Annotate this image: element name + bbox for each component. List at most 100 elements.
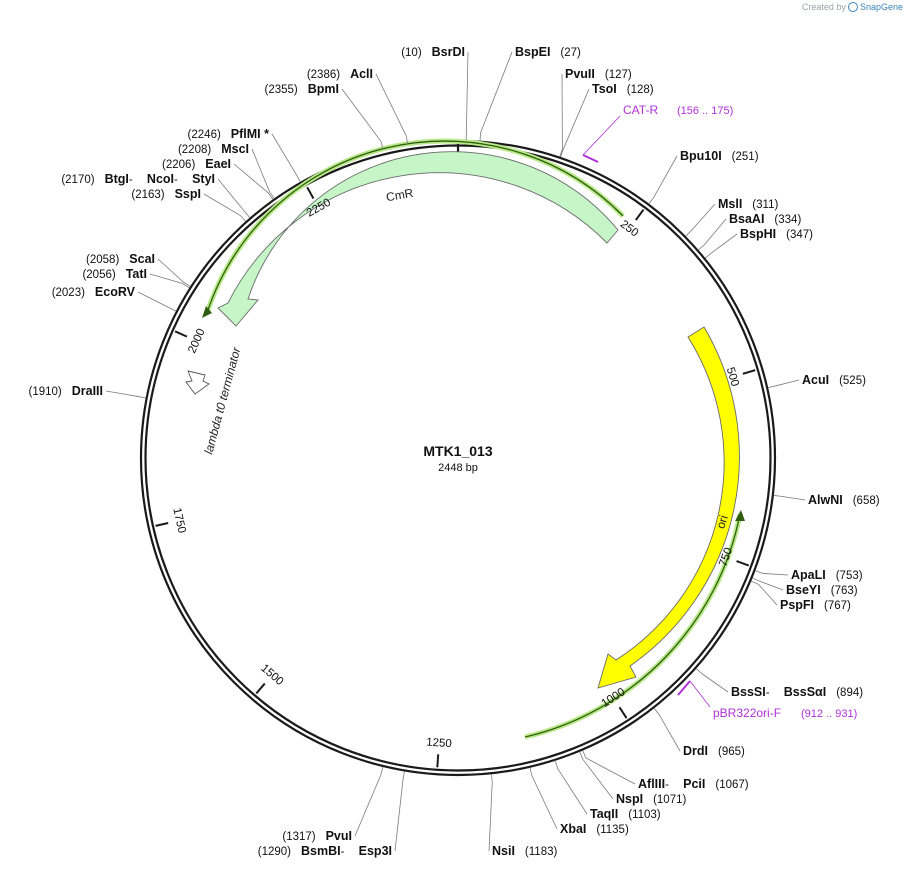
site-position: (311) <box>752 199 778 211</box>
site-enzyme-name: MscI <box>221 142 249 156</box>
site-leader <box>354 766 384 837</box>
site-enzyme-name: PvuII <box>565 67 595 81</box>
site-name-separator: - <box>174 174 178 186</box>
site-acui: AcuI(525) <box>768 373 866 388</box>
site-leader <box>751 580 778 606</box>
site-tsoi: TsoI(128) <box>560 82 654 158</box>
site-position: (251) <box>732 151 759 163</box>
site-leader <box>685 203 716 237</box>
tick-label: 1000 <box>600 686 628 710</box>
plasmid-size: 2448 bp <box>438 462 478 474</box>
site-pvuii: PvuII (127) <box>559 67 632 157</box>
site-pflmi: PflMI *(2246) <box>188 127 301 182</box>
site-position: (525) <box>839 375 866 387</box>
site-position: (127) <box>605 69 632 81</box>
site-leader <box>704 233 738 259</box>
tick-mark <box>255 682 266 695</box>
tick-mark <box>436 754 440 768</box>
site-enzyme-name: BspEI <box>515 45 550 59</box>
site-enzyme-name: PciI <box>683 777 705 791</box>
site-apali: ApaLI(753) <box>755 568 863 582</box>
site-bsrdi: BsrDI (10) <box>401 45 469 141</box>
site-position: (753) <box>836 570 863 582</box>
site-leader <box>137 291 177 312</box>
site-sspi: SspI (2163) <box>131 187 246 222</box>
site-enzyme-name: EcoRV <box>95 285 136 299</box>
site-leader <box>251 148 275 199</box>
tick-mark <box>618 706 628 719</box>
ori-strand-arc-core <box>524 513 741 738</box>
site-nsii: NsiI(1183) <box>488 774 558 858</box>
site-bpmi: BpmI(2355) <box>265 82 384 150</box>
ori-feature-label: ori <box>713 513 730 530</box>
site-btgi: BtgI - NcoI - StyI(2170) <box>61 172 251 218</box>
site-enzyme-name: BpmI <box>308 82 339 96</box>
site-pvui: PvuI (1317) <box>282 766 384 843</box>
site-leader <box>233 163 274 200</box>
tick-mark <box>742 369 756 375</box>
site-bsssi: BssSI - BssSαI(894) <box>696 668 863 699</box>
cmr-strand-arc-core <box>206 140 624 314</box>
site-position: (2246) <box>188 129 221 141</box>
site-leader <box>479 51 513 141</box>
site-leader <box>653 708 681 752</box>
pbr322ori-f-primer-range: (912 .. 931) <box>801 708 857 720</box>
site-leader <box>768 379 800 388</box>
site-enzyme-name: AclI <box>350 67 373 81</box>
site-name-separator: - <box>766 687 770 699</box>
site-leader <box>529 767 558 830</box>
plasmid-name: MTK1_013 <box>423 443 492 459</box>
lambda-t0-terminator-arrow <box>185 370 210 395</box>
site-enzyme-name: TaqII <box>590 807 618 821</box>
site-acli: AclI (2386) <box>307 67 409 145</box>
snapgene-credit: Created by SnapGene <box>802 2 903 12</box>
site-leader <box>696 668 729 693</box>
site-enzyme-name: BssSαI <box>784 685 826 699</box>
site-position: (1183) <box>525 846 558 858</box>
site-enzyme-name: BsrDI <box>432 45 465 59</box>
site-position: (2386) <box>307 69 340 81</box>
site-xbai: XbaI(1135) <box>529 767 629 836</box>
cmr-strand-arrowhead <box>202 306 212 318</box>
site-position: (767) <box>824 600 851 612</box>
tick-mark <box>155 522 169 527</box>
site-enzyme-name: PvuI <box>326 829 352 843</box>
site-leader <box>203 193 246 222</box>
site-leader <box>559 73 563 157</box>
site-enzyme-name: BtgI <box>105 172 129 186</box>
credit-brand: SnapGene <box>859 2 903 12</box>
site-leader <box>755 570 789 576</box>
sites-layer: BsrDI(10)BspEI(27)PvuII(127)TsoI(128)Bpu… <box>28 45 879 858</box>
site-enzyme-name: NspI <box>616 792 643 806</box>
site-position: (10) <box>401 47 422 59</box>
site-enzyme-name: XbaI <box>560 822 586 836</box>
site-msli: MslI(311) <box>685 197 778 237</box>
site-position: (1067) <box>715 779 748 791</box>
site-drdi: DrdI(965) <box>653 708 745 758</box>
site-draiii: DraIII(1910) <box>28 384 146 399</box>
site-enzyme-name: BsaAI <box>729 212 764 226</box>
site-scai: ScaI(2058) <box>86 252 191 287</box>
site-leader <box>341 88 384 150</box>
site-nspi: NspI (1071) <box>579 751 687 806</box>
site-position: (2206) <box>162 159 195 171</box>
site-enzyme-name: TatI <box>126 267 147 281</box>
site-enzyme-name: SspI <box>175 187 201 201</box>
credit-prefix: Created by <box>801 2 846 12</box>
site-enzyme-name: EaeI <box>205 157 231 171</box>
site-position: (1910) <box>28 386 61 398</box>
site-position: (1071) <box>653 794 686 806</box>
site-enzyme-name: Bpu10I <box>680 149 722 163</box>
site-leader <box>560 88 590 158</box>
cmr-feature-arrow <box>217 151 619 327</box>
site-position: (2056) <box>82 269 115 281</box>
site-tati: TatI (2056) <box>82 267 190 289</box>
tick-mark <box>634 209 645 221</box>
site-position: (1317) <box>282 831 315 843</box>
pbr322ori-f-primer-name: pBR322ori-F <box>713 706 781 720</box>
site-enzyme-name: ScaI <box>129 252 155 266</box>
site-position: (894) <box>836 687 863 699</box>
site-position: (2163) <box>131 189 164 201</box>
site-leader <box>698 218 727 251</box>
